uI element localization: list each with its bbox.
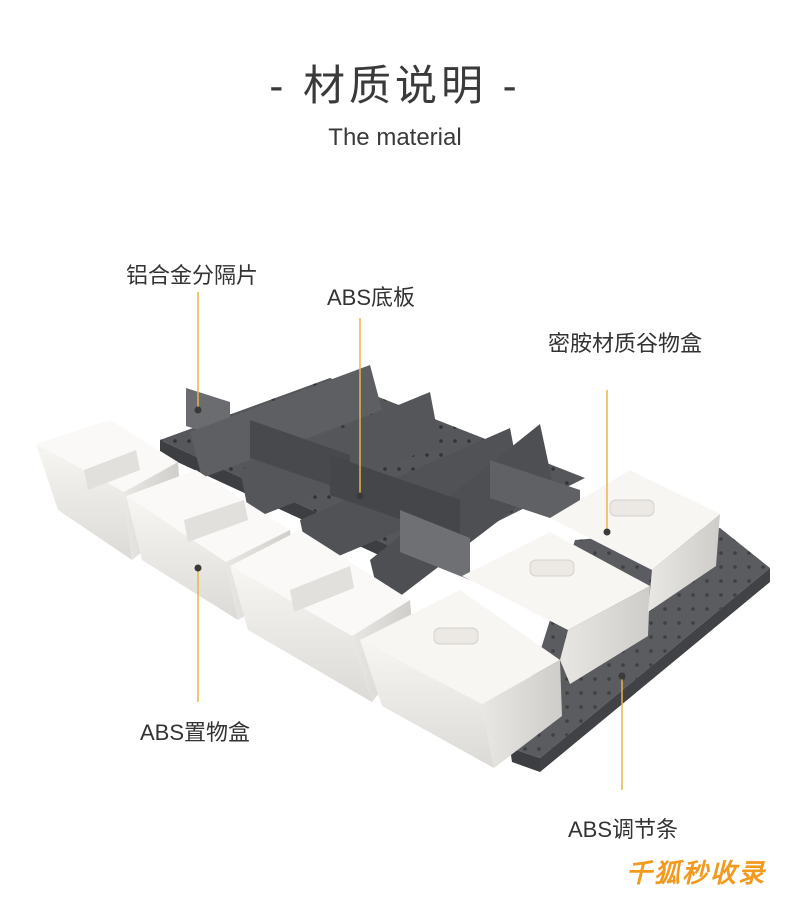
label-abs-storage-box: ABS置物盒 (140, 720, 251, 745)
label-melamine-grain-box: 密胺材质谷物盒 (548, 331, 703, 356)
abs-storage-boxes (36, 420, 414, 702)
melamine-grain-boxes (360, 470, 720, 768)
grain-box (550, 470, 720, 612)
leader-dot-divider (194, 406, 202, 414)
grain-box (462, 532, 650, 684)
leader-lines (194, 292, 626, 790)
leader-dot-base (356, 492, 364, 500)
leader-dot-storage (194, 564, 202, 572)
page-title: - 材质说明 - (269, 62, 521, 109)
aluminum-dividers (186, 365, 580, 610)
watermark-text: 千狐秒收录 (625, 858, 766, 888)
abs-adjust-strip (510, 528, 770, 772)
page-subtitle: The material (328, 124, 462, 151)
label-aluminum-divider: 铝合金分隔片 (126, 263, 259, 288)
leader-dot-strip (618, 672, 626, 680)
leader-dot-grain (603, 528, 611, 536)
label-abs-adjust-strip: ABS调节条 (568, 817, 679, 842)
label-abs-base: ABS底板 (327, 285, 416, 310)
grain-box (360, 590, 562, 768)
